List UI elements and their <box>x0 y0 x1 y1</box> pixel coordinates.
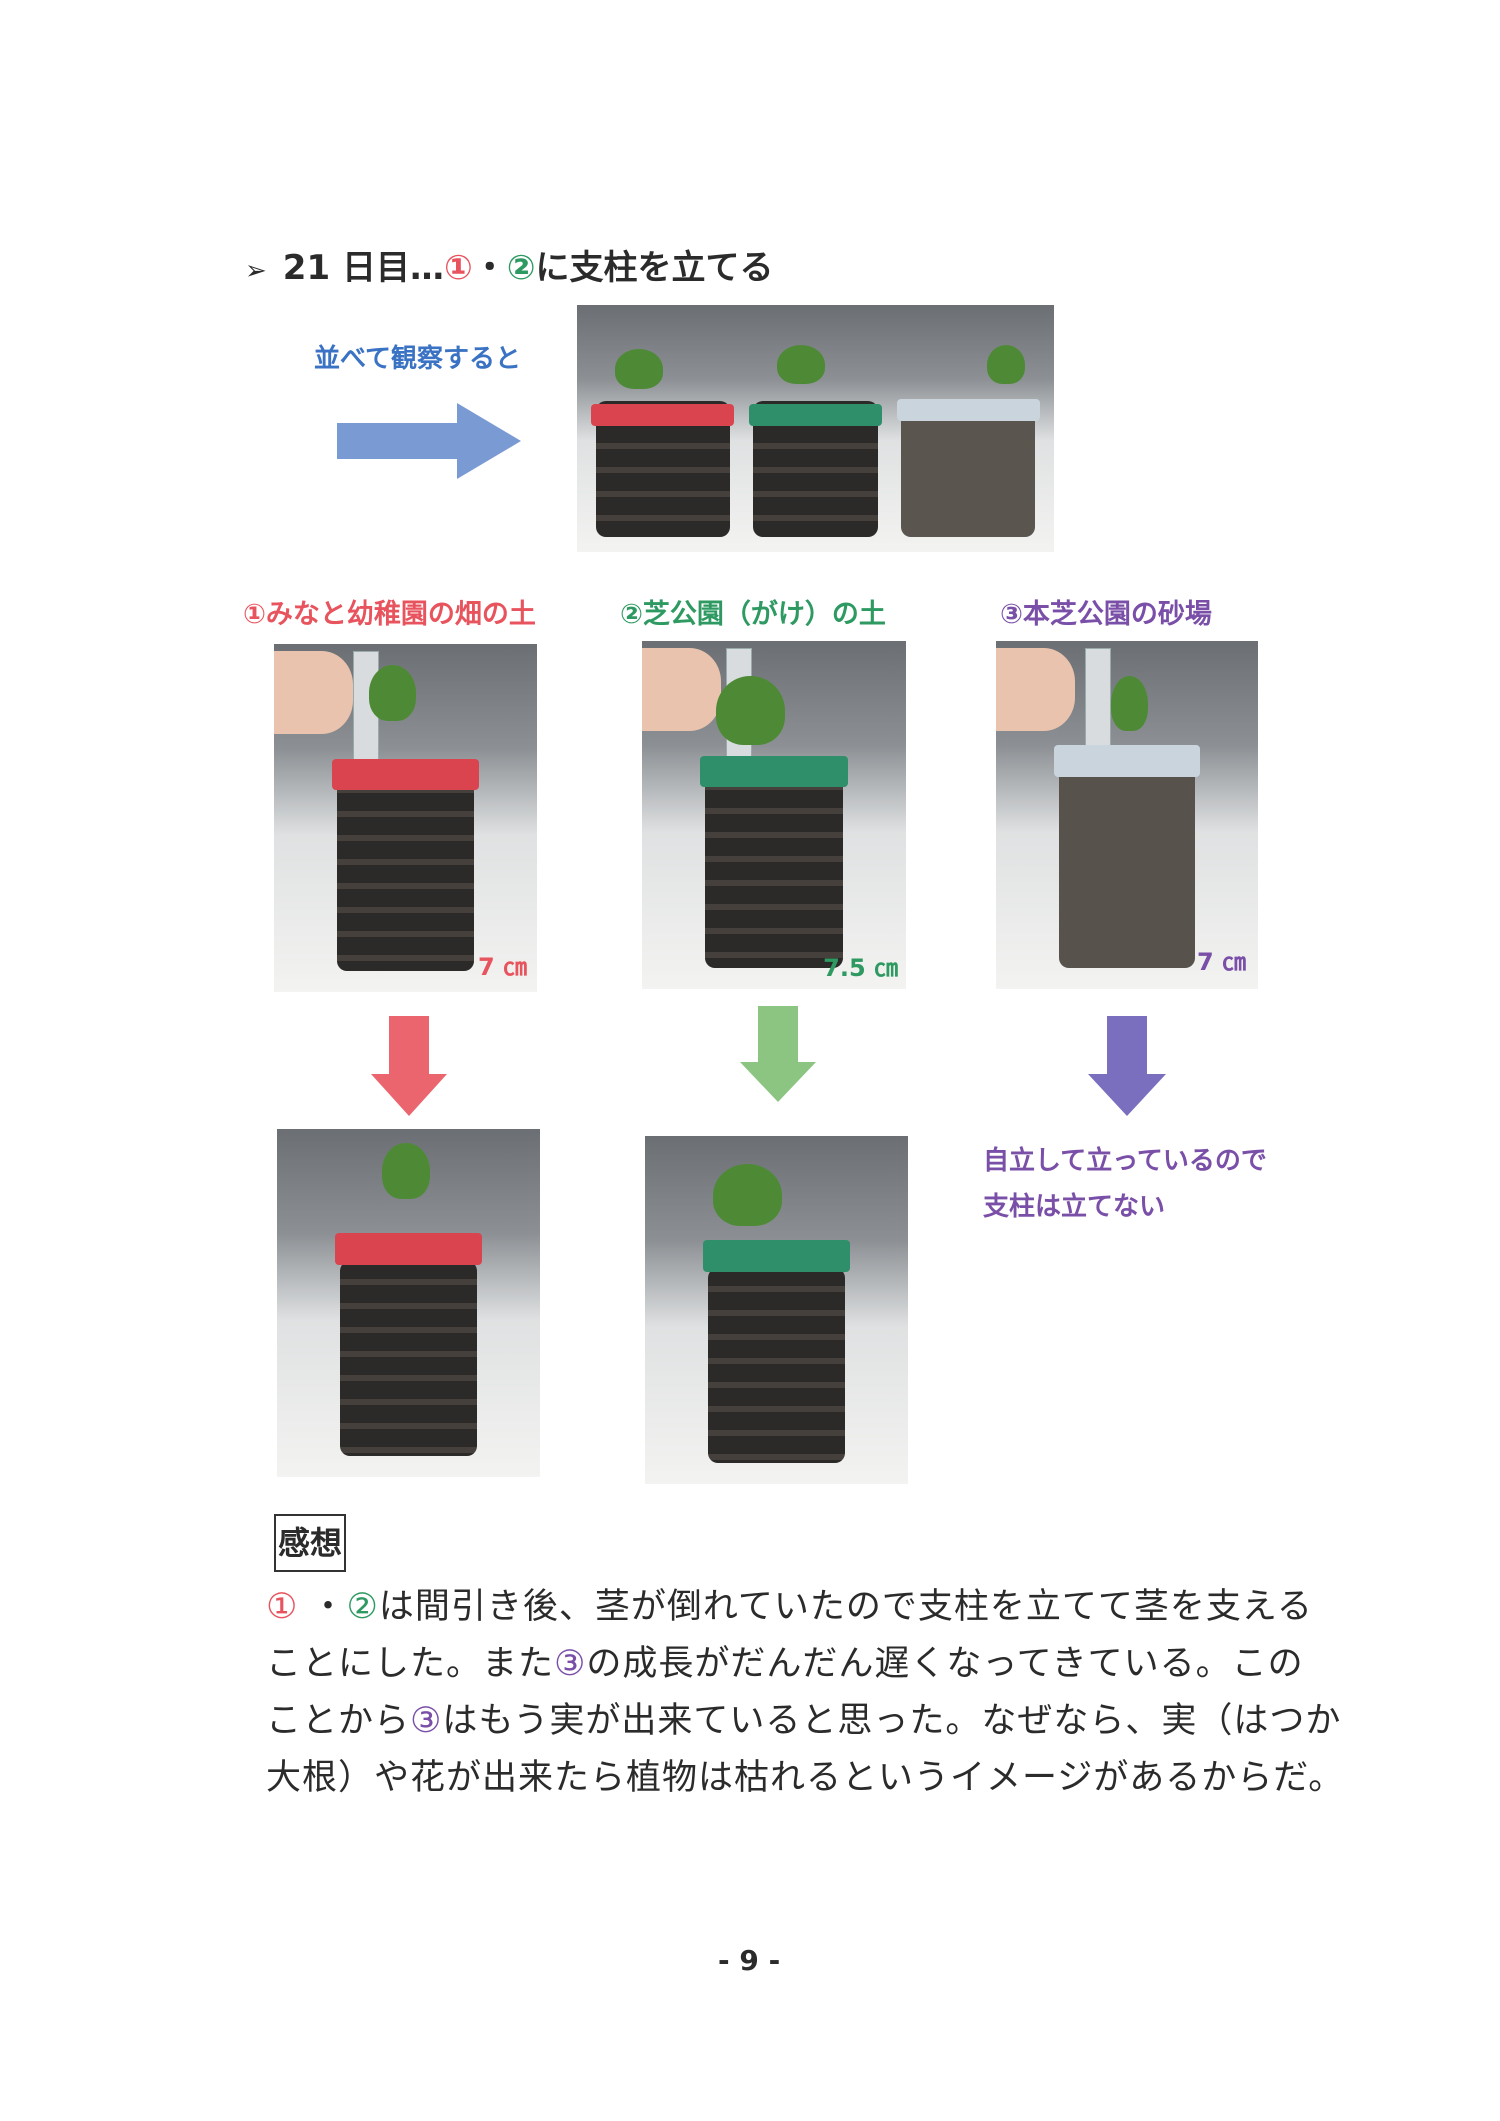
impressions-line-1: ① ・②は間引き後、茎が倒れていたので支柱を立てて茎を支える <box>266 1587 1313 1627</box>
page-number: - 9 - <box>718 1944 781 1977</box>
compare-note: 並べて観察すると <box>314 344 521 374</box>
measurement-1: 7 ㎝ <box>477 953 527 981</box>
plant-photo-2-measure: 7.5 ㎝ <box>642 641 906 989</box>
section-heading: ➢21 日目…①・②に支柱を立てる <box>245 248 774 288</box>
plant-photo-1-measure: 7 ㎝ <box>274 644 537 992</box>
down-arrow-green-icon <box>740 1006 816 1102</box>
down-arrow-red-icon <box>371 1016 447 1116</box>
plant-photo-2-support <box>645 1136 908 1484</box>
plant-photo-3-measure: 7 ㎝ <box>996 641 1258 989</box>
comparison-photo <box>577 305 1054 552</box>
down-arrow-purple-icon <box>1088 1016 1166 1116</box>
plant-photo-1-support <box>277 1129 540 1477</box>
no-support-note: 自立して立っているので 支柱は立てない <box>983 1146 1267 1222</box>
impressions-line-3: ことから③はもう実が出来ていると思った。なぜなら、実（はつか <box>266 1701 1342 1741</box>
column-label-3: ③本芝公園の砂場 <box>1000 599 1212 630</box>
column-label-1: ①みなと幼稚園の畑の土 <box>243 599 536 630</box>
right-arrow-icon <box>337 403 521 479</box>
measurement-3: 7 ㎝ <box>1196 948 1246 976</box>
arrow-bullet-icon: ➢ <box>245 256 267 286</box>
impressions-line-4: 大根）や花が出来たら植物は枯れるというイメージがあるからだ。 <box>266 1758 1345 1798</box>
impressions-line-2: ことにした。また③の成長がだんだん遅くなってきている。この <box>266 1644 1304 1684</box>
column-label-2: ②芝公園（がけ）の土 <box>620 599 886 630</box>
measurement-2: 7.5 ㎝ <box>823 954 898 982</box>
impressions-heading: 感想 <box>274 1514 346 1572</box>
